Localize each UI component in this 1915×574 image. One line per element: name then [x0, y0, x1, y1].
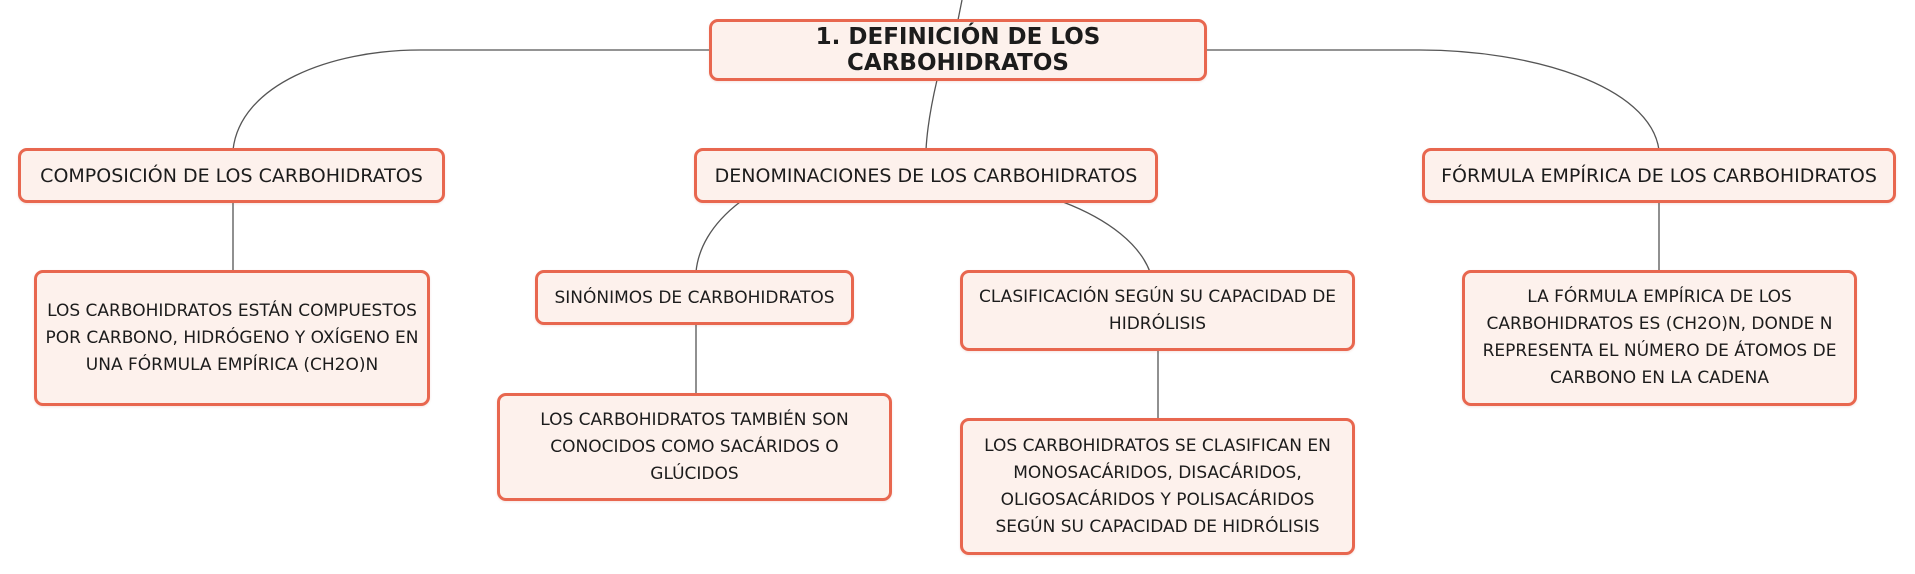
connector-root-denominaciones: [925, 79, 938, 151]
node-denominaciones[interactable]: DENOMINACIONES DE LOS CARBOHIDRATOS: [694, 148, 1158, 203]
node-formula-label: FÓRMULA EMPÍRICA DE LOS CARBOHIDRATOS: [1441, 164, 1877, 187]
node-composicion-detalle[interactable]: LOS CARBOHIDRATOS ESTÁN COMPUESTOS POR C…: [34, 270, 430, 406]
node-formula[interactable]: FÓRMULA EMPÍRICA DE LOS CARBOHIDRATOS: [1422, 148, 1896, 203]
node-clasificacion-label: CLASIFICACIÓN SEGÚN SU CAPACIDAD DE HIDR…: [978, 286, 1337, 334]
node-sinonimos-detalle-text: LOS CARBOHIDRATOS TAMBIÉN SON CONOCIDOS …: [540, 409, 849, 484]
node-denominaciones-label: DENOMINACIONES DE LOS CARBOHIDRATOS: [714, 164, 1138, 187]
connector-denominaciones-clasificacion: [1062, 201, 1151, 273]
node-sinonimos-label: SINÓNIMOS DE CARBOHIDRATOS: [554, 287, 835, 308]
connector-denominaciones-sinonimos: [695, 201, 741, 273]
root-node-definicion[interactable]: 1. DEFINICIÓN DE LOS CARBOHIDRATOS: [709, 19, 1207, 81]
node-sinonimos-detalle[interactable]: LOS CARBOHIDRATOS TAMBIÉN SON CONOCIDOS …: [497, 393, 892, 501]
node-formula-detalle-text: LA FÓRMULA EMPÍRICA DE LOS CARBOHIDRATOS…: [1482, 287, 1837, 388]
connector-root-composicion: [232, 49, 712, 151]
root-node-label: 1. DEFINICIÓN DE LOS CARBOHIDRATOS: [815, 24, 1101, 76]
connector-root-formula: [1204, 49, 1660, 151]
node-composicion-detalle-text: LOS CARBOHIDRATOS ESTÁN COMPUESTOS POR C…: [45, 300, 419, 375]
node-sinonimos[interactable]: SINÓNIMOS DE CARBOHIDRATOS: [535, 270, 854, 325]
node-composicion-label: COMPOSICIÓN DE LOS CARBOHIDRATOS: [40, 164, 423, 187]
node-formula-detalle[interactable]: LA FÓRMULA EMPÍRICA DE LOS CARBOHIDRATOS…: [1462, 270, 1857, 406]
node-composicion[interactable]: COMPOSICIÓN DE LOS CARBOHIDRATOS: [18, 148, 445, 203]
node-clasificacion-detalle-text: LOS CARBOHIDRATOS SE CLASIFICAN EN MONOS…: [984, 435, 1331, 537]
connector-parent-root: [957, 0, 963, 21]
node-clasificacion[interactable]: CLASIFICACIÓN SEGÚN SU CAPACIDAD DE HIDR…: [960, 270, 1355, 351]
node-clasificacion-detalle[interactable]: LOS CARBOHIDRATOS SE CLASIFICAN EN MONOS…: [960, 418, 1355, 555]
